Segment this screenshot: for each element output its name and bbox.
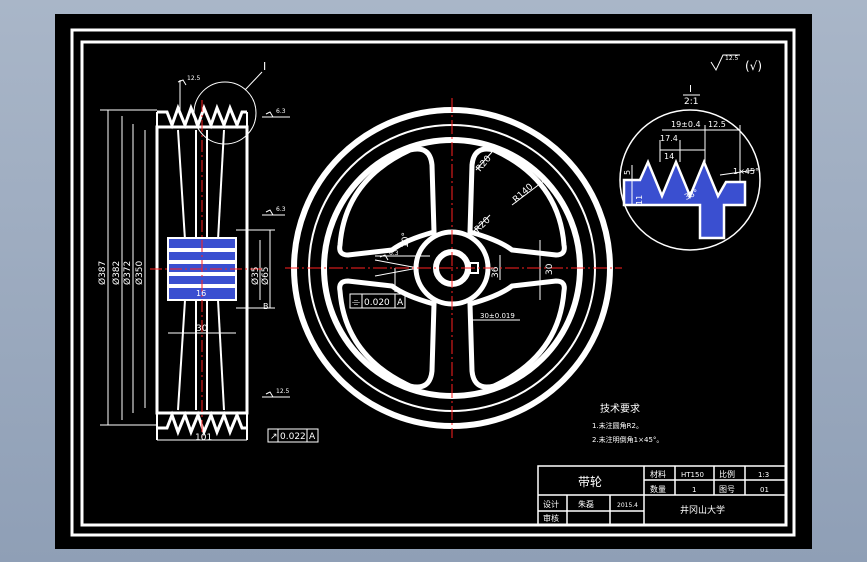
detail-dim-19: 19±0.4 bbox=[671, 120, 701, 129]
label-drawing-no: 图号 bbox=[719, 485, 735, 494]
detail-dim-14: 14 bbox=[664, 152, 674, 161]
rough-side-4: 12.5 bbox=[276, 388, 290, 395]
general-roughness-bracket: (√) bbox=[745, 59, 762, 73]
side-tol-datum: A bbox=[309, 432, 316, 442]
bore-dia-65: Ø65 bbox=[260, 266, 271, 285]
side-tol-value: 0.022 bbox=[280, 432, 306, 442]
note-2: 2.未注明倒角1×45°。 bbox=[592, 435, 663, 444]
general-roughness bbox=[710, 54, 740, 72]
side-tol-symbol: ↗ bbox=[270, 432, 278, 442]
value-quantity: 1 bbox=[692, 486, 696, 494]
detail-groove-profile bbox=[622, 158, 747, 240]
designer: 朱磊 bbox=[578, 499, 594, 509]
detail-scale: 2:1 bbox=[684, 97, 698, 107]
front-tol-value: 0.020 bbox=[364, 298, 390, 308]
notes-title: 技术要求 bbox=[600, 402, 640, 415]
detail-view bbox=[619, 109, 761, 251]
width-101: 101 bbox=[195, 433, 212, 443]
inner-border bbox=[80, 40, 788, 527]
label-material: 材料 bbox=[650, 469, 666, 479]
dia-350: Ø350 bbox=[134, 260, 145, 285]
detail-dim-5: 5 bbox=[623, 170, 632, 175]
angle-10: 10° bbox=[401, 232, 411, 248]
width-16: 16 bbox=[196, 289, 206, 298]
part-name: 带轮 bbox=[578, 475, 602, 489]
dia-372: Ø372 bbox=[122, 261, 133, 285]
label-scale: 比例 bbox=[719, 469, 735, 479]
key-width: 30±0.019 bbox=[480, 312, 515, 320]
keyway-36: 36 bbox=[491, 266, 501, 278]
general-roughness-value: 12.5 bbox=[725, 55, 739, 62]
width-30: 30 bbox=[196, 324, 208, 334]
note-1: 1.未注圆角R2。 bbox=[592, 421, 643, 430]
bottom-grooves bbox=[157, 410, 247, 437]
value-drawing-no: 01 bbox=[760, 486, 769, 494]
spoke-window-ul bbox=[337, 146, 437, 258]
detail-circle bbox=[619, 109, 761, 251]
spoke-window-lr bbox=[467, 278, 567, 390]
detail-dim-17-4: 17.4 bbox=[660, 134, 678, 143]
side-tolerance-frame bbox=[267, 428, 319, 443]
rough-side-2: 6.3 bbox=[276, 108, 286, 115]
detail-callout-circle bbox=[193, 81, 257, 145]
rough-side-1: 12.5 bbox=[187, 75, 201, 82]
side-detail-marker: I bbox=[263, 60, 266, 73]
title-block bbox=[537, 465, 787, 526]
front-tol-symbol: ⌯ bbox=[352, 297, 360, 308]
dia-382: Ø382 bbox=[111, 261, 122, 285]
detail-chamfer: 1×45° bbox=[733, 167, 759, 176]
detail-dim-11: 11 bbox=[635, 195, 644, 205]
date: 2015.4 bbox=[617, 502, 638, 509]
spoke-window-ll bbox=[337, 278, 437, 390]
rough-side-3: 6.3 bbox=[276, 206, 286, 213]
front-roughness: 6.3 bbox=[389, 250, 399, 257]
outer-border bbox=[70, 28, 796, 537]
value-scale: 1:3 bbox=[758, 471, 769, 479]
bore-dia-35: Ø35 bbox=[250, 266, 261, 285]
front-tolerance-frame bbox=[349, 293, 406, 309]
keyway-30: 30 bbox=[545, 263, 555, 275]
top-grooves bbox=[157, 103, 247, 130]
label-review: 审核 bbox=[543, 513, 559, 523]
datum-b: B bbox=[263, 302, 269, 311]
label-design: 设计 bbox=[543, 499, 559, 509]
dia-387: Ø387 bbox=[97, 261, 108, 285]
label-quantity: 数量 bbox=[650, 484, 666, 494]
school: 井冈山大学 bbox=[680, 504, 725, 516]
detail-dim-12-5: 12.5 bbox=[708, 120, 726, 129]
detail-label: I bbox=[689, 84, 692, 95]
value-material: HT150 bbox=[681, 471, 704, 479]
front-tol-datum: A bbox=[397, 298, 404, 308]
